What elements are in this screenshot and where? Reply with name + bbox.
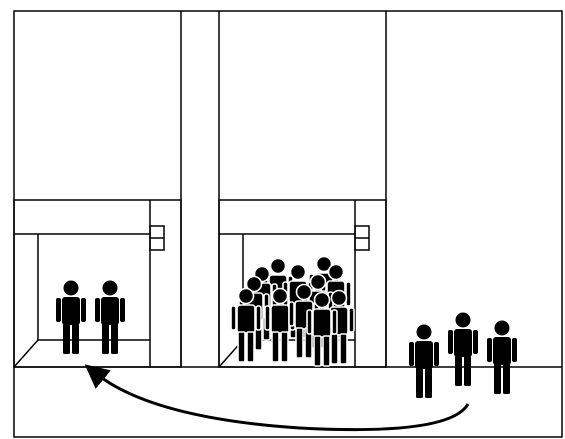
- left-elevator: [14, 200, 181, 367]
- person-icon: [56, 281, 86, 355]
- person-icon: [448, 313, 478, 387]
- person-icon: [95, 281, 125, 355]
- curved-arrow-icon: [94, 372, 468, 430]
- waiting-group: [409, 313, 517, 399]
- call-button-panel-icon: [150, 226, 164, 250]
- call-button-panel-icon: [355, 226, 369, 250]
- person-icon: [487, 321, 517, 395]
- left-elevator-frame: [14, 200, 181, 367]
- left-elevator-occupants: [56, 281, 125, 355]
- person-icon: [409, 325, 439, 399]
- middle-elevator-occupants: [231, 257, 354, 367]
